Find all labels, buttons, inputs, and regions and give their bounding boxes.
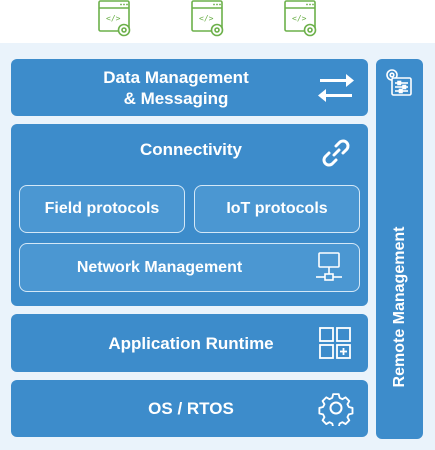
field-protocols-label: Field protocols [44,200,160,217]
network-management-box: Network Management [19,243,360,292]
data-management-line2: & Messaging [123,89,229,108]
arrows-exchange-icon [317,73,355,103]
app-gear-icon: </> [188,0,228,38]
iot-protocols-label: IoT protocols [226,200,328,217]
gear-icon [318,390,354,426]
svg-text:</>: </> [199,14,214,23]
field-protocols-box: Field protocols [19,185,185,233]
app-gear-icon: </> [95,0,135,38]
top-icons: </> </> </> [0,0,435,42]
svg-text:</>: </> [106,14,121,23]
application-runtime-title: Application Runtime [108,334,274,353]
remote-management-label: Remote Management [390,226,408,388]
link-icon [320,137,352,169]
remote-management-block: Remote Management [376,59,423,439]
app-grid-icon [318,326,352,360]
application-runtime-block: Application Runtime [11,314,368,372]
app-gear-icon: </> [281,0,321,38]
data-management-block: Data Management & Messaging [11,59,368,116]
network-management-label: Network Management [76,258,243,276]
connectivity-block: Connectivity Field protocols IoT protoco… [11,124,368,306]
settings-sliders-icon [384,67,414,97]
os-rtos-title: OS / RTOS [148,399,234,418]
os-rtos-block: OS / RTOS [11,380,368,437]
network-icon [315,252,343,284]
connectivity-title: Connectivity [139,140,243,159]
svg-text:</>: </> [292,14,307,23]
iot-protocols-box: IoT protocols [194,185,360,233]
data-management-line1: Data Management [103,68,249,87]
